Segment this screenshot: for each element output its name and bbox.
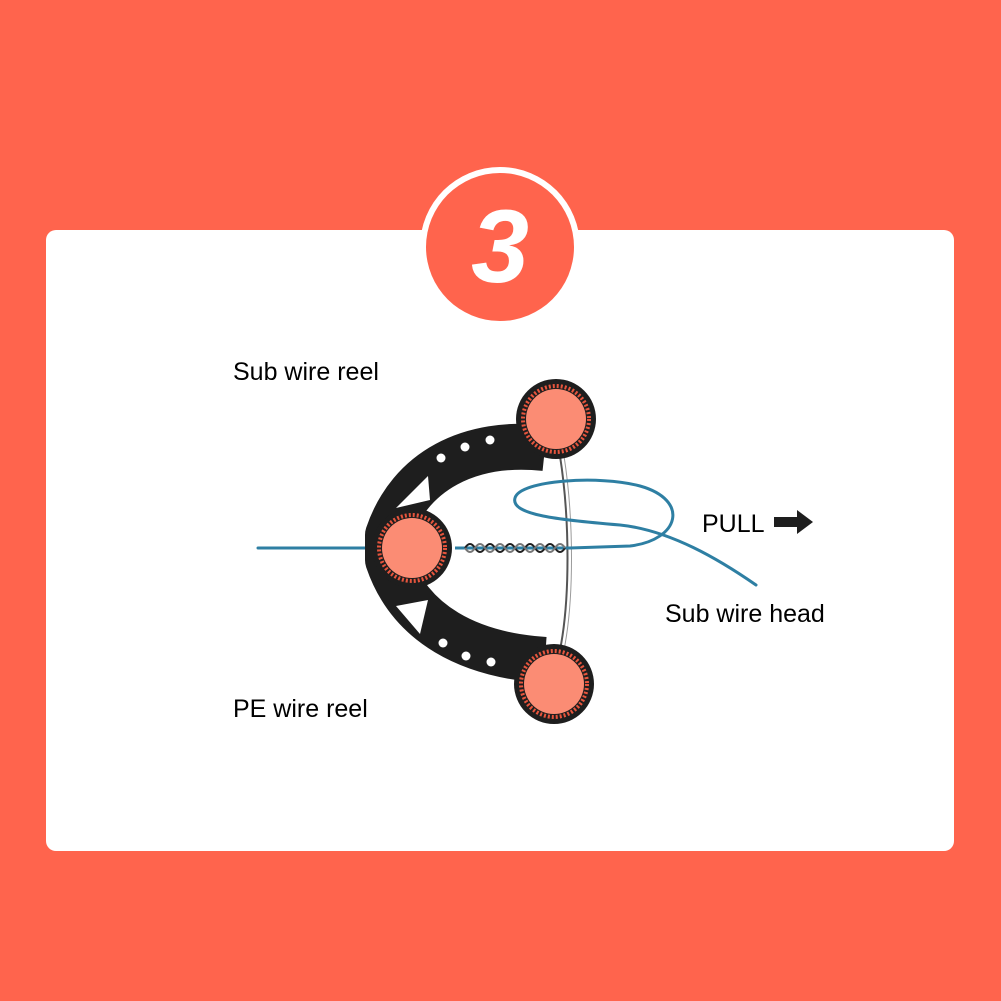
tool-hole xyxy=(486,657,496,667)
sub-wire-loop xyxy=(513,478,758,587)
tool-cutout-upper xyxy=(396,476,430,508)
tool-cutout-lower xyxy=(396,600,428,634)
sub-wire xyxy=(559,455,569,651)
tool-hole xyxy=(460,442,470,452)
tool-hole xyxy=(436,453,446,463)
reel-bottom xyxy=(514,644,594,724)
pe-wire-reel-label: PE wire reel xyxy=(233,695,368,723)
content-card xyxy=(46,230,954,851)
reel-top xyxy=(516,379,596,459)
tool-hole xyxy=(438,638,448,648)
reel-center xyxy=(372,508,452,588)
step-number: 3 xyxy=(471,189,529,305)
tool-hole xyxy=(485,435,495,445)
sub-wire-reel-label: Sub wire reel xyxy=(233,358,379,386)
step-badge: 3 xyxy=(426,173,574,321)
pull-label: PULL xyxy=(702,510,765,538)
arrow-right-icon xyxy=(774,510,813,534)
twisted-wrap xyxy=(455,543,570,553)
sub-wire-head-label: Sub wire head xyxy=(665,600,825,628)
tool-hole xyxy=(461,651,471,661)
